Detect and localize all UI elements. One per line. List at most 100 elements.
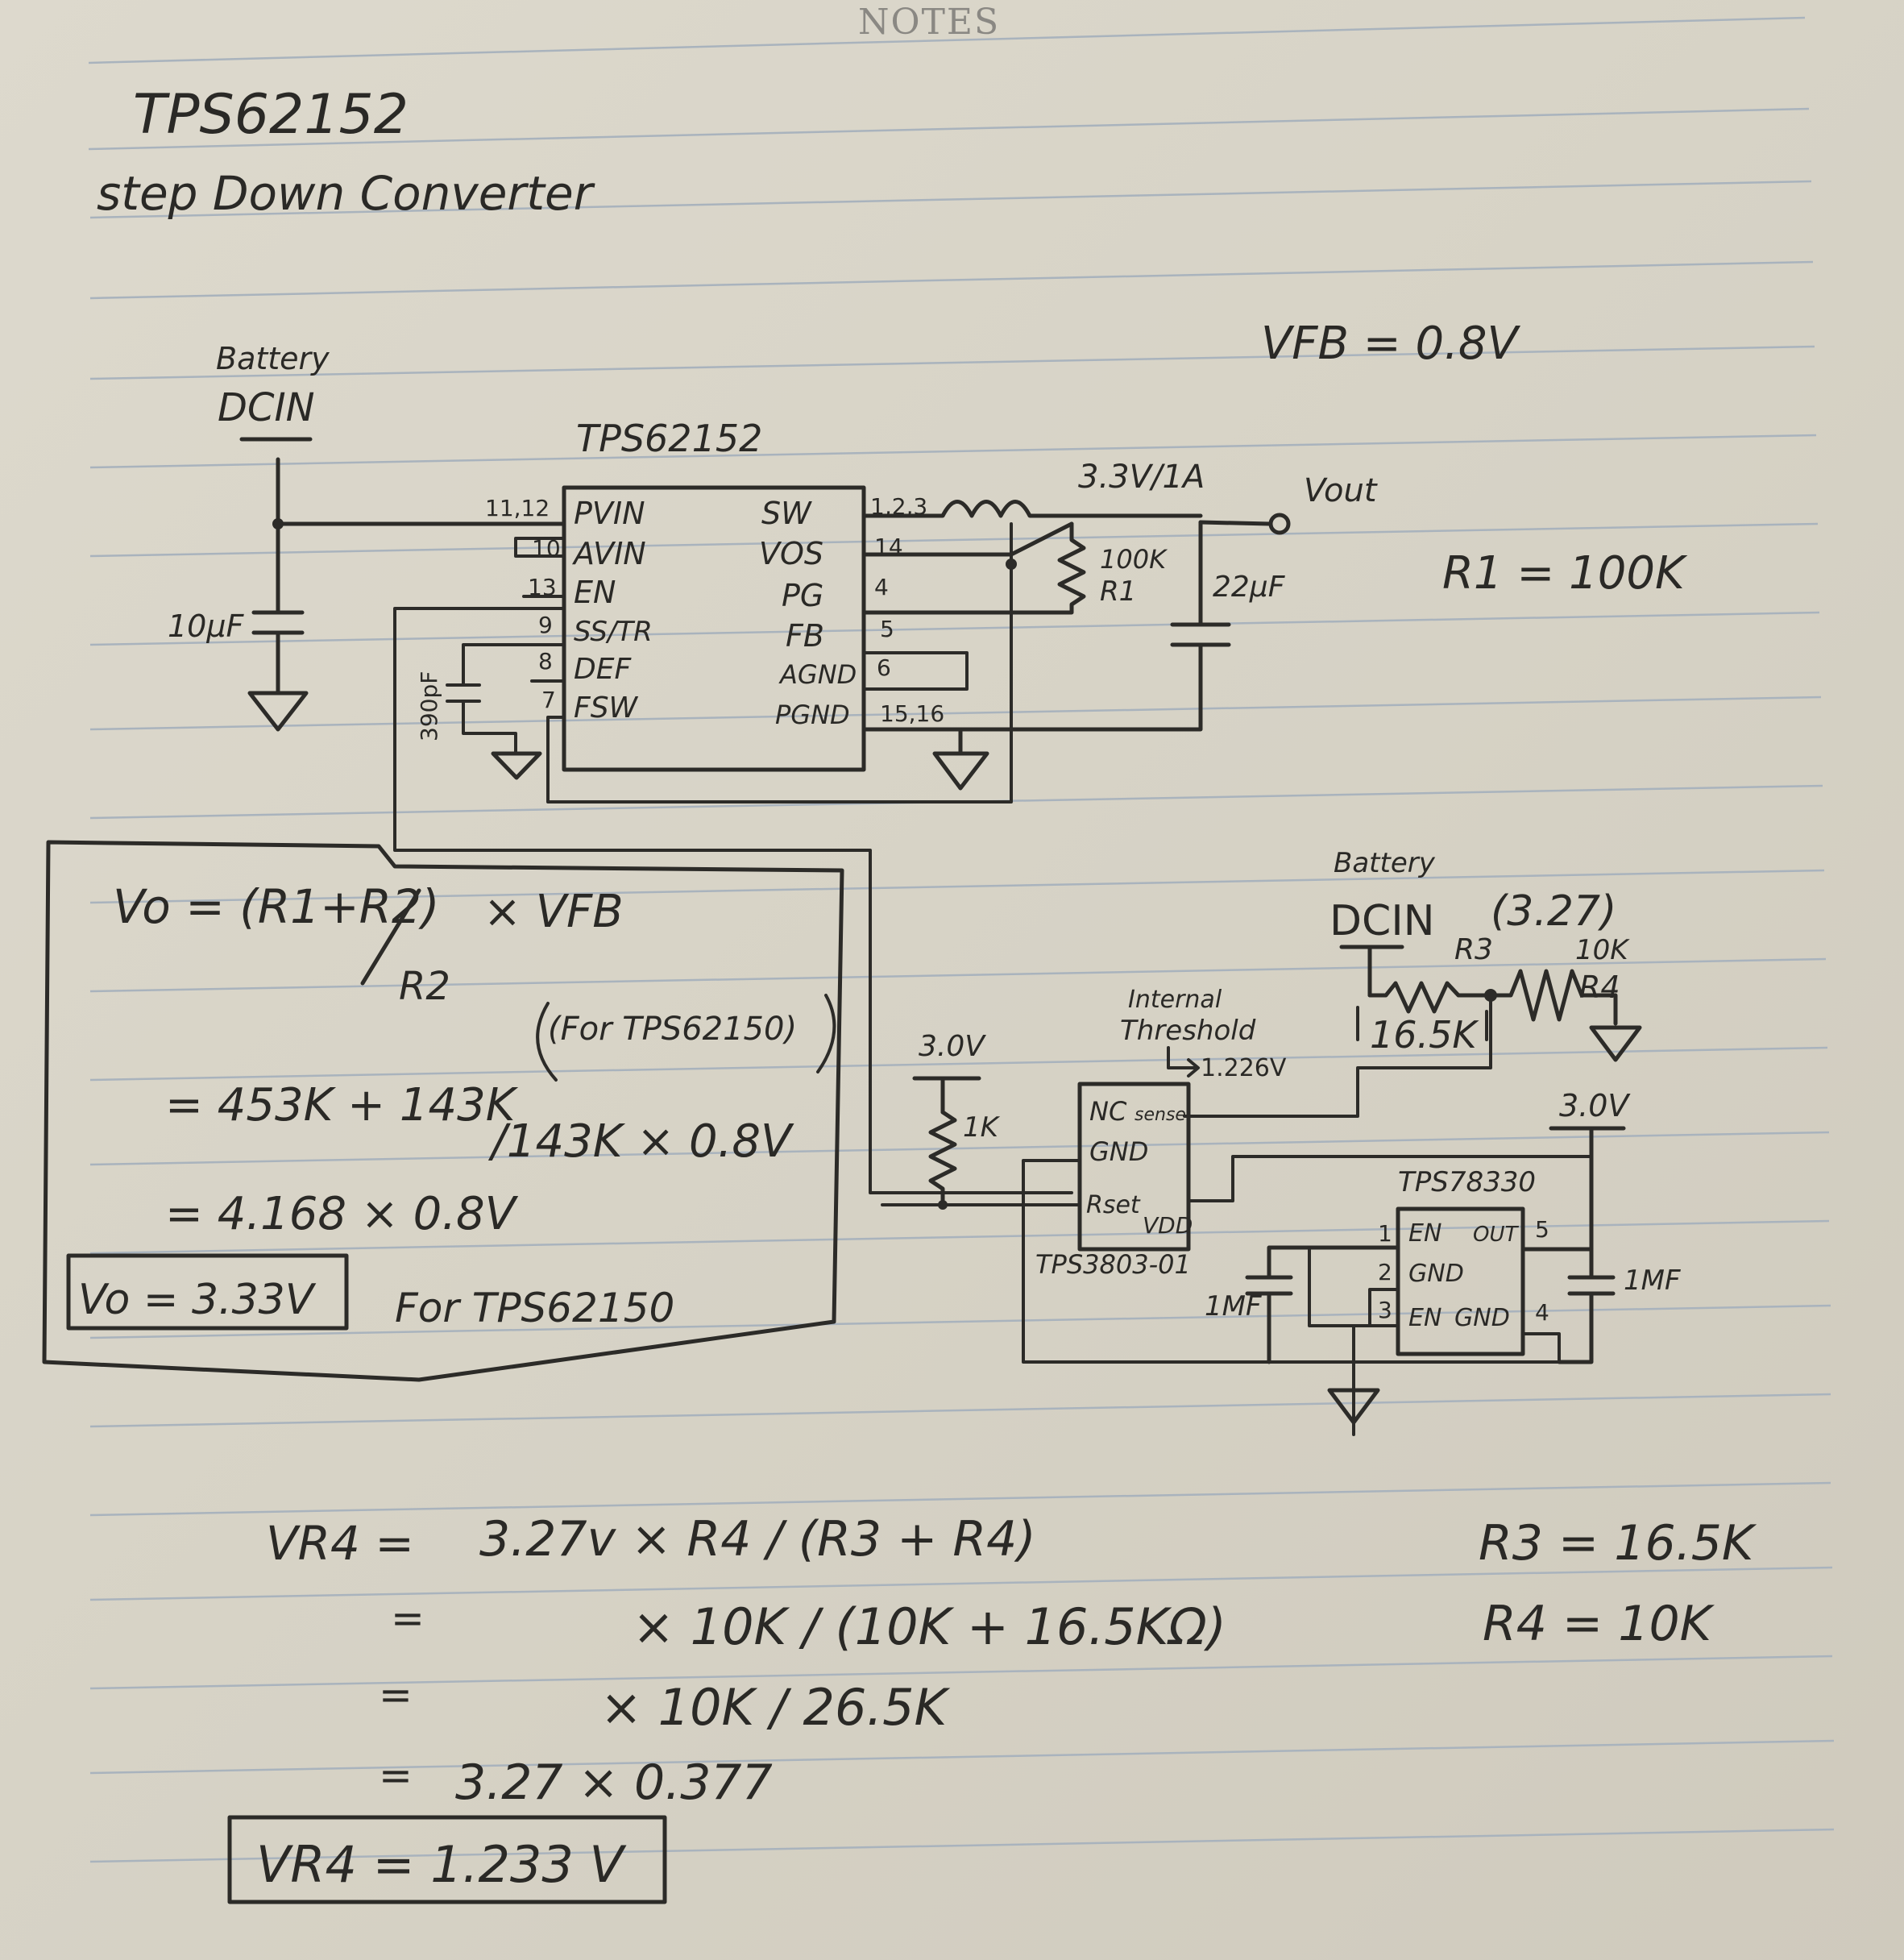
threshold-arrow — [1167, 1046, 1200, 1078]
ldo-pin-en3: EN — [1408, 1304, 1441, 1332]
ruled-lines — [88, 16, 1835, 1863]
chip-pin-nc: NC — [1089, 1096, 1127, 1127]
pin-name-avin: AVIN — [571, 536, 646, 571]
r4-value: 10K — [1575, 934, 1630, 966]
tps62152-chip — [562, 485, 866, 772]
resistor-r3 — [1367, 981, 1493, 1014]
ground-symbol-r4 — [1589, 1025, 1642, 1062]
pin-name-pvin: PVIN — [574, 496, 645, 531]
input-cap-value: 10μF — [168, 608, 245, 644]
chip-pin-vdd: VDD — [1143, 1212, 1193, 1239]
pin-name-pgnd: PGND — [775, 700, 850, 730]
avin-en-pin-wires — [514, 537, 566, 598]
vos-wire — [861, 521, 1074, 557]
formula-result-note: For TPS62150 — [395, 1285, 674, 1331]
pin-name-pg: PG — [782, 578, 823, 613]
pullup-name: R1 — [1100, 575, 1136, 608]
formula-box-border — [42, 840, 844, 1382]
formula-line1-tail: × VFB — [483, 886, 624, 938]
pin-num-pg: 4 — [874, 574, 889, 600]
ldo-pin-en1: EN — [1408, 1219, 1441, 1248]
pin-num-fb: 5 — [880, 616, 894, 642]
pin-name-fsw: FSW — [574, 691, 639, 725]
rail-left-label: 3.0V — [919, 1030, 986, 1063]
calc-line2: × 10K / (10K + 16.5KΩ) — [633, 1597, 1226, 1656]
r4-value-note: R4 = 10K — [1483, 1596, 1715, 1652]
formula-note: (For TPS62150) — [548, 1011, 797, 1048]
fsw-pin-wire — [546, 522, 1013, 804]
chip-name: TPS62152 — [576, 417, 762, 460]
pin-num-pvin: 11,12 — [485, 495, 550, 521]
supervisor-dcin-value: (3.27) — [1491, 887, 1616, 936]
ldo-pin-num-3: 3 — [1378, 1297, 1392, 1323]
inductor — [861, 500, 1203, 518]
supervisor-dcin-label: DCIN — [1329, 897, 1435, 945]
ldo-pin-num-2: 2 — [1378, 1259, 1392, 1285]
threshold-line1: Internal — [1128, 986, 1222, 1014]
r3-value-bracket — [1356, 1006, 1488, 1041]
input-capacitor — [251, 521, 305, 696]
formula-result: Vo = 3.33V — [78, 1276, 317, 1324]
pin-name-agnd: AGND — [778, 659, 857, 690]
pin-name-sstr: SS/TR — [574, 616, 653, 648]
r3-name: R3 — [1454, 933, 1493, 966]
ldo-cap-right: 1MF — [1624, 1264, 1681, 1297]
pin-name-vos: VOS — [759, 536, 823, 571]
tps3803-chip — [1077, 1082, 1191, 1252]
threshold-value: 1.226V — [1201, 1054, 1287, 1082]
calc-result: VR4 = 1.233 V — [256, 1835, 628, 1894]
supervisor-schematic: Battery DCIN (3.27) R3 16.5K 10K R4 Inte… — [881, 847, 1681, 1436]
supervisor-chip-name: TPS3803-01 — [1035, 1249, 1191, 1280]
calc-line3: × 10K / 26.5K — [600, 1678, 951, 1737]
formula-divider — [360, 888, 421, 986]
pin-name-def: DEF — [574, 653, 632, 686]
ground-symbol-input — [247, 691, 309, 732]
vos-junction — [1006, 559, 1017, 570]
output-capacitor — [861, 520, 1231, 732]
vout-label: Vout — [1304, 472, 1378, 509]
pullup-value: 100K — [1100, 544, 1168, 575]
resistor-r4 — [1488, 969, 1618, 1026]
formula-result-box — [66, 1253, 349, 1331]
notes-header: NOTES — [858, 2, 1000, 43]
ldo-en-wire — [1308, 1246, 1371, 1327]
ldo-gnd-wire — [1521, 1332, 1561, 1364]
formula-box: Vo = (R1+R2) × VFB R2 (For TPS62150) = 4… — [42, 840, 844, 1382]
fb-agnd-loop — [862, 651, 969, 691]
r4-name: R4 — [1579, 970, 1620, 1005]
tps78330-ldo — [1396, 1206, 1525, 1356]
pin-name-sw: SW — [761, 496, 812, 531]
calc-line4-eq: = — [379, 1752, 413, 1799]
output-cap-value: 22μF — [1213, 571, 1286, 604]
ldo-pin-num-4: 4 — [1535, 1299, 1549, 1326]
r1-note: R1 = 100K — [1442, 547, 1688, 600]
soft-start-capacitor — [446, 643, 566, 755]
pin-num-def: 8 — [538, 648, 553, 675]
supervisor-dcin-bar — [1339, 945, 1404, 998]
ground-symbol-output — [932, 751, 989, 791]
divider-calculation: VR4 = 3.27v × R4 / (R3 + R4) = × 10K / (… — [227, 1511, 1226, 1904]
ground-symbol-ldo — [1327, 1388, 1380, 1425]
supervisor-battery-label: Battery — [1334, 847, 1436, 879]
sense-wire — [1183, 998, 1492, 1118]
pin-name-en: EN — [574, 575, 616, 610]
pullup-1k-label: 1K — [963, 1111, 1001, 1144]
pin-num-fsw: 7 — [541, 687, 556, 713]
formula-denominator: R2 — [399, 964, 450, 1009]
threshold-line2: Threshold — [1120, 1015, 1256, 1047]
title-part-number: TPS62152 — [133, 83, 409, 147]
ldo-output-capacitor — [1520, 1247, 1616, 1364]
pin-name-fb: FB — [786, 618, 824, 654]
pullup-resistor-r1 — [861, 521, 1086, 615]
r3-value: 16.5K — [1370, 1013, 1479, 1057]
output-rating: 3.3V/1A — [1078, 459, 1205, 496]
ldo-name: TPS78330 — [1398, 1166, 1536, 1198]
pin-num-agnd: 6 — [877, 654, 891, 681]
rail-left-bar — [912, 1076, 981, 1115]
rail-right-bar — [1549, 1126, 1626, 1252]
pin-num-sstr: 9 — [538, 612, 553, 638]
calc-line1: 3.27v × R4 / (R3 + R4) — [479, 1511, 1036, 1568]
battery-label: Battery — [216, 341, 330, 376]
